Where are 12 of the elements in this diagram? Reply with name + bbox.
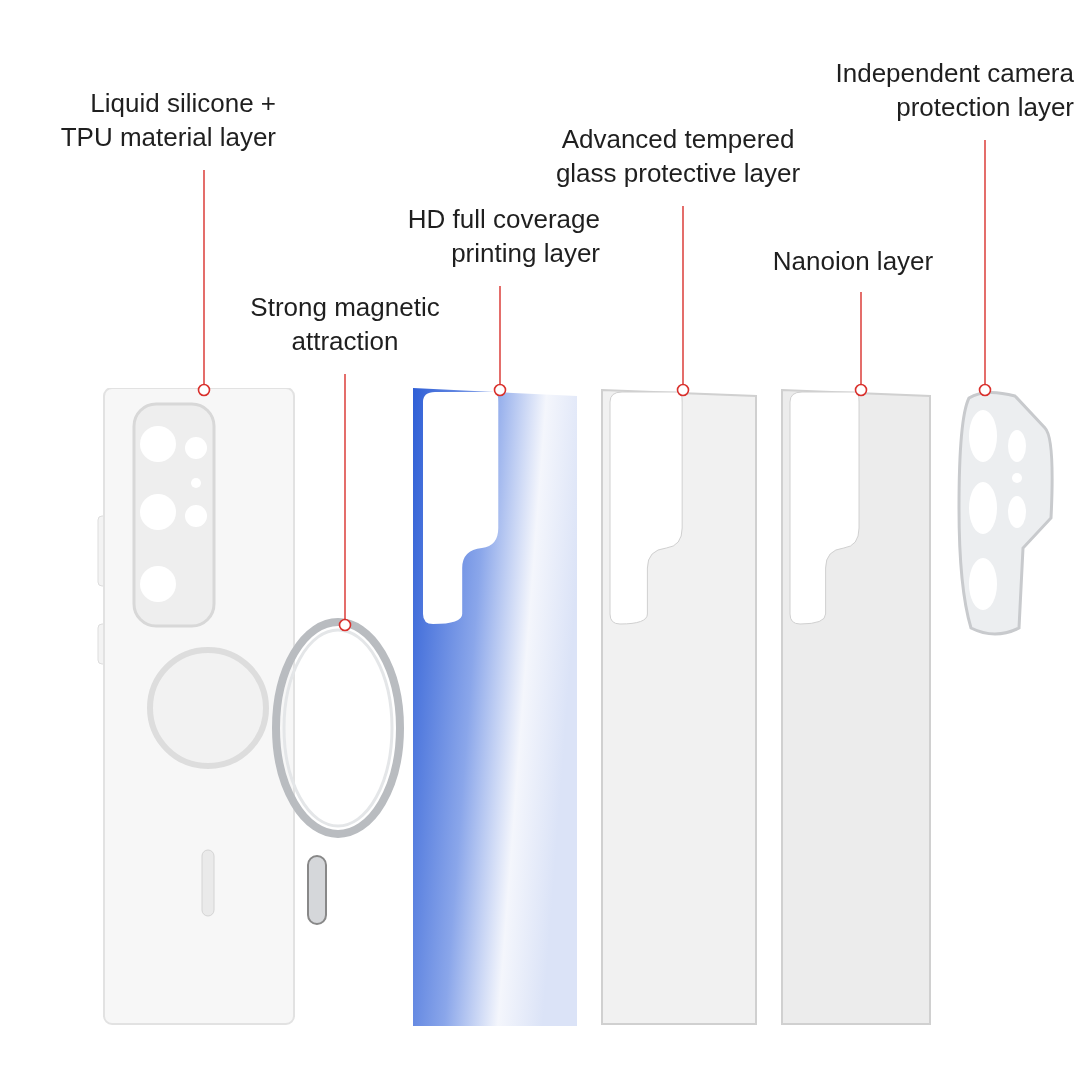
leader-line xyxy=(676,205,690,397)
callout-label: Liquid silicone + TPU material layer xyxy=(59,87,276,154)
callout-label: Independent camera protection layer xyxy=(834,57,1074,124)
leader-line xyxy=(197,169,211,397)
leader-line xyxy=(854,291,868,397)
leader-line xyxy=(978,139,992,397)
callout-label: Strong magnetic attraction xyxy=(249,291,441,358)
callout-label: HD full coverage printing layer xyxy=(406,203,600,270)
leader-line xyxy=(493,285,507,397)
callout-label: Nanoion layer xyxy=(771,245,935,278)
callout-label: Advanced tempered glass protective layer xyxy=(554,123,802,190)
leader-line xyxy=(338,373,352,632)
